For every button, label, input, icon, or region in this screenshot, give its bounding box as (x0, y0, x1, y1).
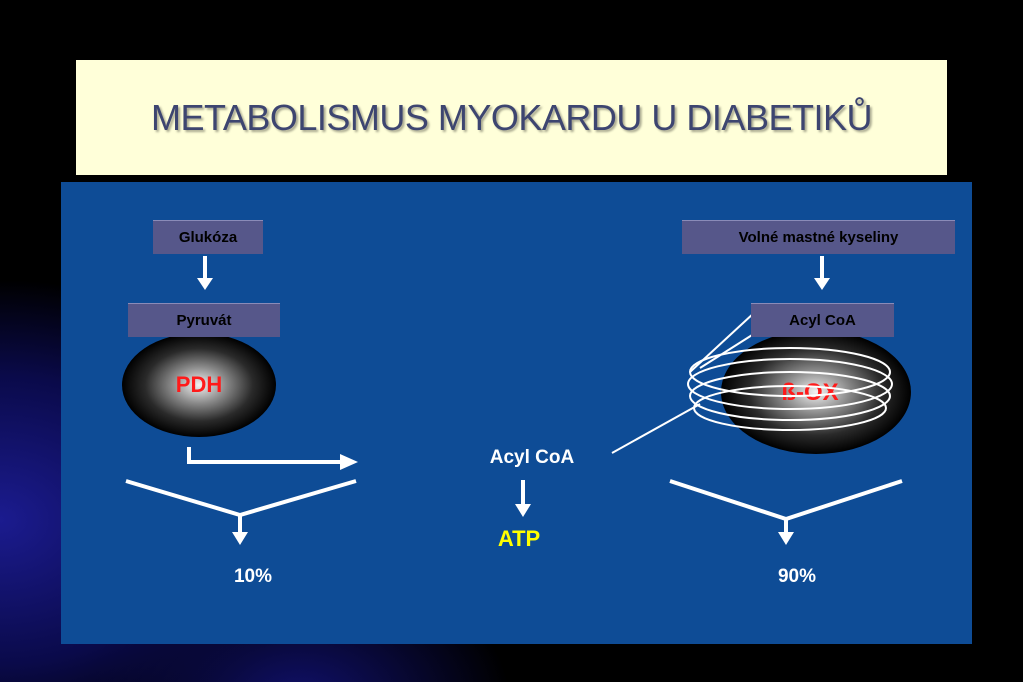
arrow-pdh-to-center (187, 447, 358, 470)
pdh-sphere (122, 333, 276, 437)
right-funnel (669, 479, 903, 545)
atp-label: ATP (498, 526, 540, 551)
arrow-vmk-acyl-coa (814, 256, 830, 290)
vmk-label: Volné mastné kyseliny (738, 229, 899, 246)
beta-ox-label: ß-OX (781, 379, 838, 406)
title-box: METABOLISMUS MYOKARDU U DIABETIKŮ (76, 60, 947, 175)
left-funnel (125, 479, 357, 545)
right-percent: 90% (778, 566, 816, 587)
glukoza-box: Glukóza (153, 220, 263, 254)
arrow-glukoza-pyruvat (197, 256, 213, 290)
acyl-coa-box: Acyl CoA (751, 303, 894, 337)
vmk-box: Volné mastné kyseliny (682, 220, 955, 254)
arrow-acyl-coa-atp (515, 480, 531, 517)
page-title: METABOLISMUS MYOKARDU U DIABETIKŮ (151, 96, 872, 138)
spiral-rings (611, 311, 893, 454)
left-percent: 10% (234, 566, 272, 587)
center-acyl-coa: Acyl CoA (490, 447, 575, 468)
glukoza-label: Glukóza (178, 229, 238, 246)
acyl-coa-label: Acyl CoA (789, 312, 856, 329)
pyruvat-label: Pyruvát (176, 312, 232, 329)
pdh-label: PDH (176, 372, 222, 397)
pyruvat-box: Pyruvát (128, 303, 280, 337)
